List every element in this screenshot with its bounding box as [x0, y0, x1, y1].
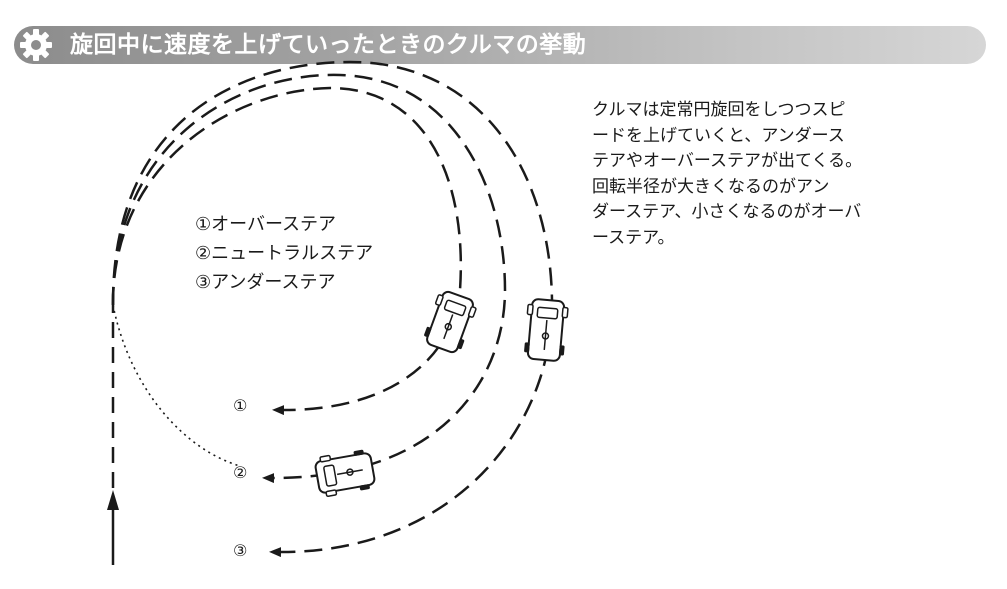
car-oversteer-icon — [424, 290, 477, 354]
legend: ①オーバーステア ②ニュートラルステア ③アンダーステア — [195, 210, 373, 297]
description-line: クルマは定常円旋回をしつつスピ — [592, 100, 846, 120]
marker-understeer: ③ — [233, 541, 248, 560]
marker-neutral-steer: ② — [233, 463, 248, 482]
car-understeer-icon — [524, 298, 569, 362]
car-neutral-icon — [314, 449, 376, 498]
description-line: ードを上げていくと、アンダース — [592, 125, 845, 146]
legend-item-oversteer: ①オーバーステア — [195, 214, 337, 235]
header-bar — [14, 26, 986, 64]
approach-path — [107, 305, 119, 565]
description-line: ーステア。 — [592, 227, 675, 248]
description-line: テアやオーバーステアが出てくる。 — [592, 151, 863, 171]
gear-icon — [20, 29, 52, 61]
description-line: ダーステア、小さくなるのがオーバ — [592, 202, 862, 222]
neutral-steer-dotted-path — [112, 304, 241, 467]
description: クルマは定常円旋回をしつつスピ ードを上げていくと、アンダース テアやオーバース… — [592, 98, 932, 251]
description-line: 回転半径が大きくなるのがアン — [592, 176, 830, 197]
legend-item-neutral-steer: ②ニュートラルステア — [195, 243, 374, 264]
up-arrow-icon — [107, 490, 119, 510]
oversteer-path — [111, 86, 463, 416]
marker-oversteer: ① — [233, 396, 248, 415]
header-title: 旋回中に速度を上げていったときのクルマの挙動 — [70, 32, 587, 58]
legend-item-understeer: ③アンダーステア — [195, 272, 336, 293]
